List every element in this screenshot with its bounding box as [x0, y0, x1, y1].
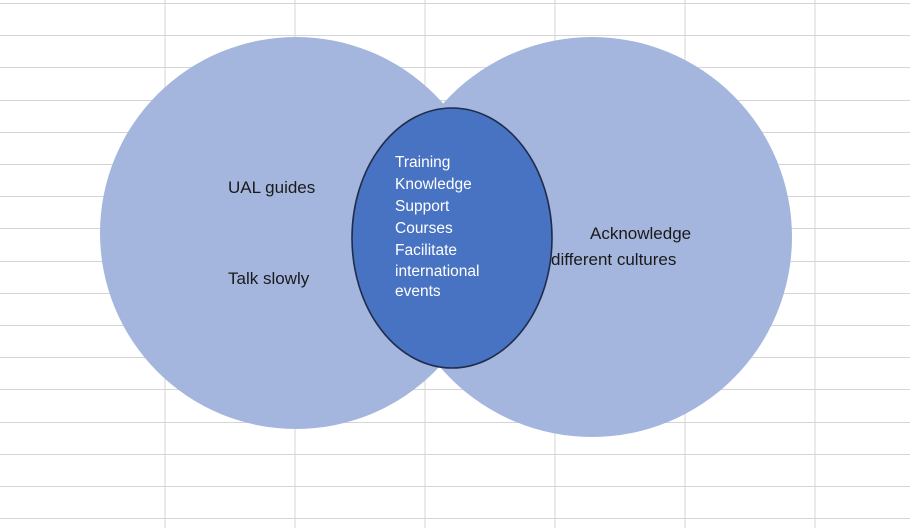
left-item-ual-guides: UAL guides	[228, 178, 316, 197]
right-item-line-1: Acknowledge	[590, 224, 692, 243]
right-item-line-2: different cultures	[551, 250, 677, 269]
overlap-item-training: Training	[395, 154, 451, 171]
overlap-item-international: international	[395, 263, 480, 280]
venn-overlap-ellipse	[351, 107, 553, 369]
overlap-item-facilitate: Facilitate	[395, 242, 458, 259]
overlap-item-support: Support	[395, 198, 450, 215]
overlap-text: Training Knowledge Support Courses Facil…	[395, 152, 479, 302]
overlap-item-knowledge: Knowledge	[395, 176, 472, 193]
overlap-item-events: events	[395, 283, 441, 300]
overlap-item-courses: Courses	[395, 220, 453, 237]
left-item-talk-slowly: Talk slowly	[228, 269, 310, 288]
